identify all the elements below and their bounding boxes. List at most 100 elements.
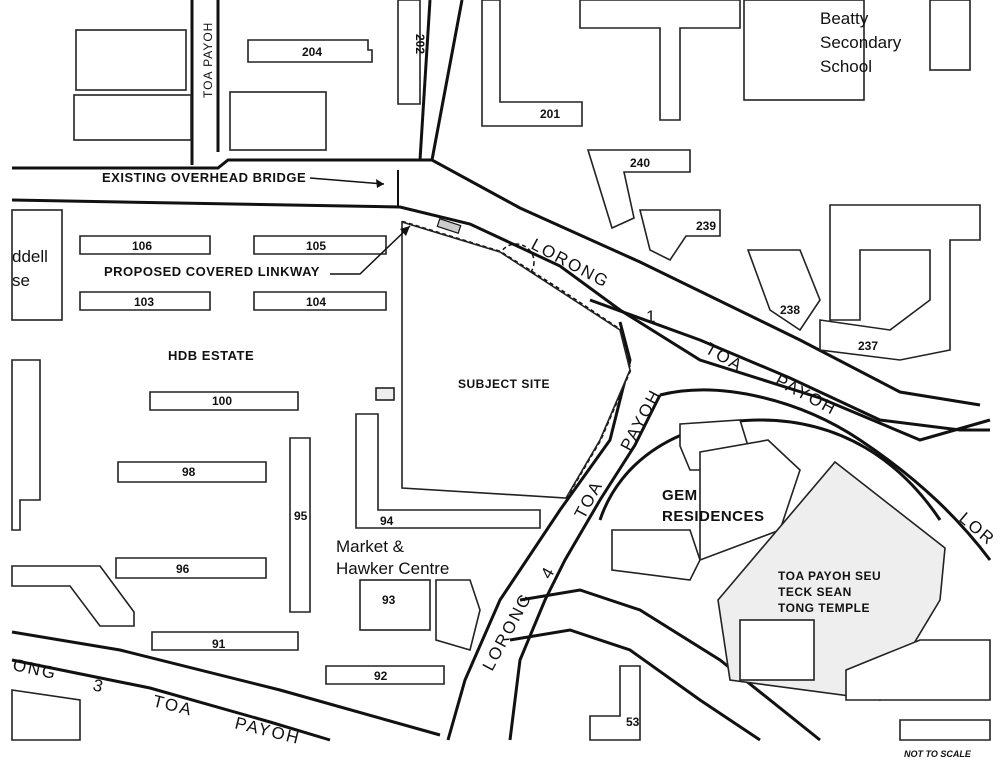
label-block-237: 237 — [858, 339, 878, 353]
label-market-line-1: Market & — [336, 537, 405, 556]
road-main-upper-edge — [12, 158, 981, 407]
building-left-lower — [11, 565, 135, 627]
label-block-240: 240 — [630, 156, 650, 170]
label-block-92: 92 — [374, 669, 388, 683]
label-payoh-lorong-4: PAYOH — [617, 386, 665, 454]
road-south-east-lower — [509, 628, 761, 742]
label-block-105: 105 — [306, 239, 326, 253]
building-left-mid — [11, 359, 41, 531]
roads — [11, 0, 992, 742]
building-top-left — [75, 29, 187, 91]
label-block-202: 202 — [413, 34, 427, 54]
label-block-96: 96 — [176, 562, 190, 576]
overhead-bridge-marker — [436, 218, 462, 234]
beatty-secondary-school-building — [743, 0, 865, 101]
label-block-95: 95 — [294, 509, 308, 523]
label-block-204: 204 — [302, 45, 322, 59]
block-94-shape — [355, 413, 541, 529]
label-toa-payoh-vertical: TOA PAYOH — [201, 22, 215, 98]
label-payoh-lorong-3: PAYOH — [233, 713, 303, 748]
label-lorong-1-number: 1 — [646, 307, 657, 326]
temple-annex — [739, 619, 815, 681]
block-top-right-strip — [579, 0, 741, 121]
arrowhead-overhead-bridge — [376, 179, 384, 188]
label-hdb-estate: HDB ESTATE — [168, 348, 254, 363]
building-far-left — [11, 209, 63, 321]
block-92-shape — [325, 665, 445, 685]
label-market-line-2: Hawker Centre — [336, 559, 449, 578]
label-temple-line-3: TONG TEMPLE — [778, 601, 870, 615]
label-temple-line-1: TOA PAYOH SEU — [778, 569, 881, 583]
label-toa-lorong-3: TOA — [151, 691, 195, 719]
block-91-shape — [151, 631, 299, 651]
building-near-93 — [435, 579, 481, 652]
label-block-93: 93 — [382, 593, 396, 607]
label-not-to-scale: NOT TO SCALE — [904, 749, 972, 759]
arrowhead-covered-linkway — [400, 226, 410, 236]
label-left-fragment-2: se — [12, 271, 30, 290]
road-gem-loop-inner — [598, 418, 942, 521]
building-south-east — [845, 639, 991, 701]
label-toa-lorong-1: TOA — [702, 339, 747, 376]
block-100-shape — [149, 391, 299, 411]
block-204-shape — [247, 39, 373, 63]
building-near-204 — [229, 91, 327, 151]
road-lorong-1-lower — [589, 298, 990, 432]
label-block-53: 53 — [626, 715, 640, 729]
label-subject-site: SUBJECT SITE — [458, 377, 550, 391]
label-block-94: 94 — [380, 514, 394, 528]
gem-residences-tower-2 — [611, 529, 701, 581]
label-block-104: 104 — [306, 295, 326, 309]
label-block-103: 103 — [134, 295, 154, 309]
label-proposed-covered-linkway: PROPOSED COVERED LINKWAY — [104, 264, 320, 279]
block-240-shape — [586, 149, 691, 230]
label-block-100: 100 — [212, 394, 232, 408]
block-95-shape — [289, 437, 311, 613]
block-98-shape — [117, 461, 267, 483]
building-bottom-right — [899, 719, 991, 741]
label-school-line-2: Secondary — [820, 33, 902, 52]
label-left-fragment-1: ddell — [12, 247, 48, 266]
arrow-overhead-bridge — [309, 177, 385, 185]
road-lorong-4-east — [508, 394, 662, 741]
block-105-shape — [253, 235, 387, 255]
label-lorong-3-number: 3 — [91, 675, 107, 696]
block-53-shape — [589, 665, 641, 741]
label-gem-line-2: RESIDENCES — [662, 508, 765, 525]
beatty-school-annex — [929, 0, 971, 71]
road-lorong-3-upper — [11, 630, 441, 737]
block-93-market-hawker-centre — [359, 579, 431, 631]
label-block-91: 91 — [212, 637, 226, 651]
label-lorong-3: ONG — [11, 655, 59, 683]
label-block-239: 239 — [696, 219, 716, 233]
label-block-238: 238 — [780, 303, 800, 317]
label-gem-line-1: GEM — [662, 487, 698, 504]
building-left-edge — [73, 94, 192, 141]
label-existing-overhead-bridge: EXISTING OVERHEAD BRIDGE — [102, 170, 306, 185]
label-block-98: 98 — [182, 465, 196, 479]
buildings — [11, 0, 991, 741]
road-south-east-upper — [519, 588, 821, 742]
block-104-shape — [253, 291, 387, 311]
block-103-shape — [79, 291, 211, 311]
label-block-106: 106 — [132, 239, 152, 253]
block-237-shape — [819, 204, 981, 361]
block-239-shape — [638, 209, 721, 262]
block-201-shape — [481, 0, 583, 127]
label-school-line-1: Beatty — [820, 9, 869, 28]
road-lorong-3-lower — [11, 658, 331, 742]
block-96-shape — [115, 557, 267, 579]
arrow-covered-linkway — [330, 225, 411, 275]
block-106-shape — [79, 235, 211, 255]
block-238-shape — [746, 249, 821, 332]
road-north-branch-west — [418, 0, 432, 161]
road-north-branch-east — [430, 0, 464, 161]
building-bottom-left — [11, 689, 81, 741]
block-202-shape — [397, 0, 421, 105]
label-block-201: 201 — [540, 107, 560, 121]
road-lorong-4-west — [446, 321, 632, 741]
small-structure-marker — [375, 387, 395, 401]
road-gem-loop-outer — [659, 388, 992, 561]
label-school-line-3: School — [820, 57, 872, 76]
